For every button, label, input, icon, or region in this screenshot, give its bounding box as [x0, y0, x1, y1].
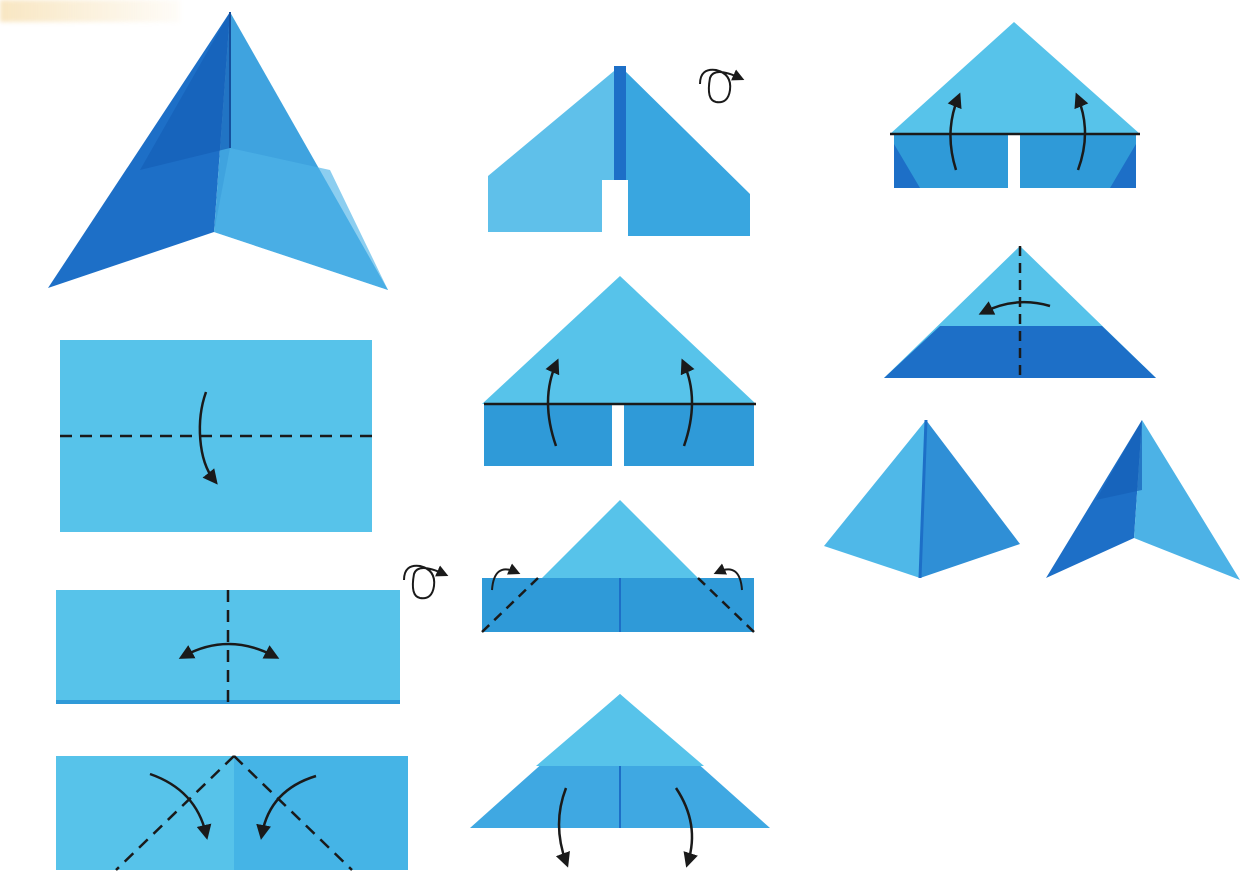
triangle-top	[482, 276, 756, 404]
fold-line-corner-right	[697, 577, 755, 633]
fold-arrow-left-corner	[149, 772, 212, 840]
module-right-highlight	[214, 148, 388, 290]
result-left-face	[1046, 420, 1142, 578]
step-fold-flaps-up	[482, 276, 756, 466]
unfold-arrow-left	[555, 787, 570, 868]
fold-arrow-half	[978, 300, 1051, 315]
flap-right-corner-2	[1110, 144, 1136, 188]
triangle-upper-layer	[536, 694, 704, 766]
result-side-right	[920, 420, 1020, 578]
crease-arrow	[178, 642, 280, 659]
step-fold-flaps-up-2	[890, 22, 1140, 188]
fold-arrow-down	[198, 391, 218, 485]
fold-arrow-up-left	[545, 358, 560, 447]
house-left-flap	[488, 66, 620, 232]
module-left-face	[48, 12, 230, 288]
fold-line-diagonal-left	[115, 755, 235, 871]
result-pocket	[1096, 420, 1142, 500]
step-unfold-flaps	[470, 694, 770, 868]
fold-line-diagonal-right	[233, 755, 353, 871]
house-right-flap	[620, 66, 750, 236]
step-fold-in-half	[884, 246, 1156, 378]
result-side-left	[824, 420, 926, 578]
flap-right	[624, 404, 754, 466]
step-fold-horizontal	[60, 340, 372, 532]
paper-strip-right-layer	[234, 756, 408, 870]
step-fold-corners-down	[56, 755, 408, 871]
band-folded	[482, 578, 754, 632]
flap-left-corner-2	[894, 144, 920, 188]
completed-module	[48, 12, 388, 290]
fold-arrow-right-corner	[256, 774, 317, 840]
result-side-edge	[918, 419, 928, 579]
fold-line-corner-left	[481, 577, 539, 633]
result-right-face	[1134, 420, 1240, 580]
paper-strip	[56, 590, 400, 702]
turn-over-icon	[403, 564, 449, 600]
step-result-side	[824, 419, 1020, 579]
step-fold-corners-back	[481, 500, 755, 633]
house-center-slit	[614, 66, 626, 180]
step-result-finished	[1046, 420, 1240, 580]
triangle-peak	[540, 500, 700, 580]
logo-watermark	[0, 0, 180, 22]
step-fold-vertical-crease	[56, 590, 400, 704]
fold-arrow-up-right	[680, 358, 695, 447]
unfold-arrow-right	[674, 787, 698, 868]
fold-arrow-up-right-2	[1074, 92, 1089, 171]
fold-arrow-up-left-2	[947, 92, 962, 171]
module-inner-pocket	[140, 12, 230, 170]
turn-over-icon-top	[699, 68, 745, 104]
fold-arrow-behind-right	[713, 563, 743, 591]
step-turn-over-1	[488, 66, 750, 236]
triangle-top-2	[890, 22, 1140, 134]
fold-arrow-behind-left	[491, 563, 521, 591]
